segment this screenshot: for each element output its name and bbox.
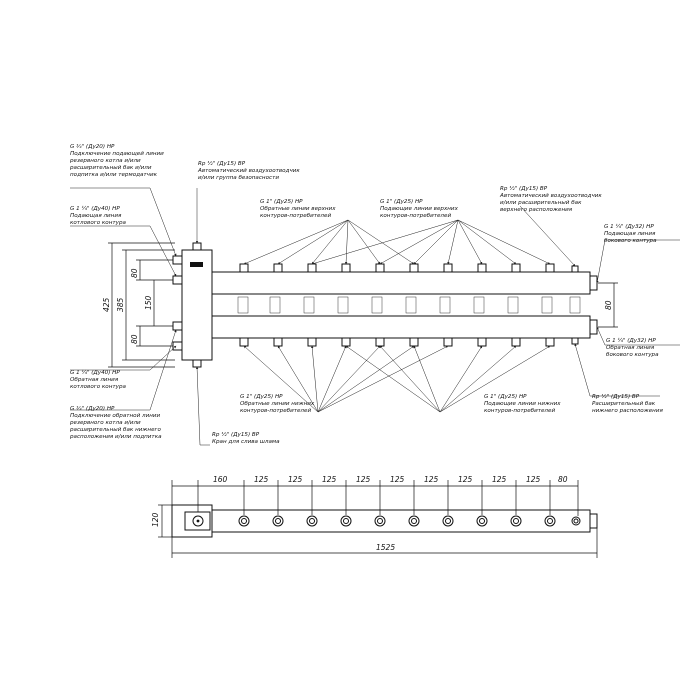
collector-link-rows (237, 296, 581, 314)
right-dimension-lines (598, 282, 618, 328)
dim-80-right: 80 (604, 300, 613, 310)
plan-outlet-circles (238, 515, 581, 527)
annotation-top-mid-1: Rp ½" (Ду15) ВР Автоматический воздухоот… (197, 160, 302, 181)
dim-385: 385 (116, 297, 125, 312)
annotation-bottom-left-2: G ¾" (Ду20) НР Подключение обратной лини… (69, 406, 163, 440)
annotation-top-right-1: Rp ½" (Ду15) ВР Автоматический воздухоот… (499, 185, 604, 213)
plan-collector-end (589, 513, 598, 529)
plan-view: 160 125 125 125 125 125 125 125 125 125 … (151, 475, 598, 558)
annotation-bottom-mid-3: G 1" (Ду25) НР Подающие линии нижних кон… (484, 394, 562, 414)
annotation-top-right-2: G 1 ¼" (Ду32) НР Подающая линия бокового… (604, 224, 657, 244)
annotation-top-left-2: G 1 ¼" (Ду40) НР Подающая линия котловог… (70, 206, 126, 226)
dim-1525: 1525 (376, 543, 395, 552)
dim-125-1: 125 (254, 475, 269, 484)
upper-outlet-nozzles (239, 263, 579, 273)
dim-125-5: 125 (390, 475, 405, 484)
dim-125-7: 125 (458, 475, 473, 484)
annotation-bottom-left-1: G 1 ¼" (Ду40) НР Обратная линия котловог… (70, 370, 126, 390)
separator-bottom-fitting (192, 359, 202, 368)
lower-collector-pipe (211, 315, 591, 339)
annotation-top-mid-3: G 1" (Ду25) НР Подающие линии верхних ко… (380, 199, 460, 219)
hydraulic-separator (181, 249, 213, 361)
annotation-bottom-right-2: Rp ½" (Ду15) ВР Расширительный бак нижне… (592, 393, 663, 414)
dim-160: 160 (213, 475, 228, 484)
front-view: 425 385 80 150 80 80 (69, 144, 680, 446)
upper-collector-end-nozzle (589, 275, 598, 291)
separator-top-fitting (192, 242, 202, 251)
dim-120: 120 (151, 512, 160, 527)
annotation-bottom-mid-2: G 1" (Ду25) НР Обратные линии нижних кон… (240, 394, 316, 414)
lower-outlet-nozzles (239, 337, 579, 347)
annotation-bottom-mid-1: Rp ½" (Ду15) ВР Кран для слива шлама (212, 431, 280, 445)
plan-collector-pipe (211, 509, 591, 533)
annotation-top-left-1: G ¾" (Ду20) НР Подключение подающей лини… (69, 144, 166, 178)
plan-dimension-chain (158, 480, 598, 558)
leader-lines (70, 187, 680, 446)
dim-80-top: 80 (130, 268, 139, 278)
dim-125-2: 125 (288, 475, 303, 484)
lower-collector-end-nozzle (589, 319, 598, 335)
dim-425: 425 (102, 297, 111, 312)
dim-80-plan: 80 (558, 475, 568, 484)
upper-collector-pipe (211, 271, 591, 295)
dim-80-bottom: 80 (130, 334, 139, 344)
annotation-bottom-right-1: G 1 ¼" (Ду32) НР Обратная линия бокового… (606, 338, 659, 358)
separator-left-nozzles (172, 255, 183, 351)
separator-label-plate (190, 262, 203, 267)
dim-125-3: 125 (322, 475, 337, 484)
dim-125-9: 125 (526, 475, 541, 484)
dim-125-8: 125 (492, 475, 507, 484)
annotation-top-mid-2: G 1" (Ду25) НР Обратные линии верхних ко… (260, 199, 337, 219)
dim-125-4: 125 (356, 475, 371, 484)
dim-125-6: 125 (424, 475, 439, 484)
dim-150: 150 (144, 295, 153, 310)
